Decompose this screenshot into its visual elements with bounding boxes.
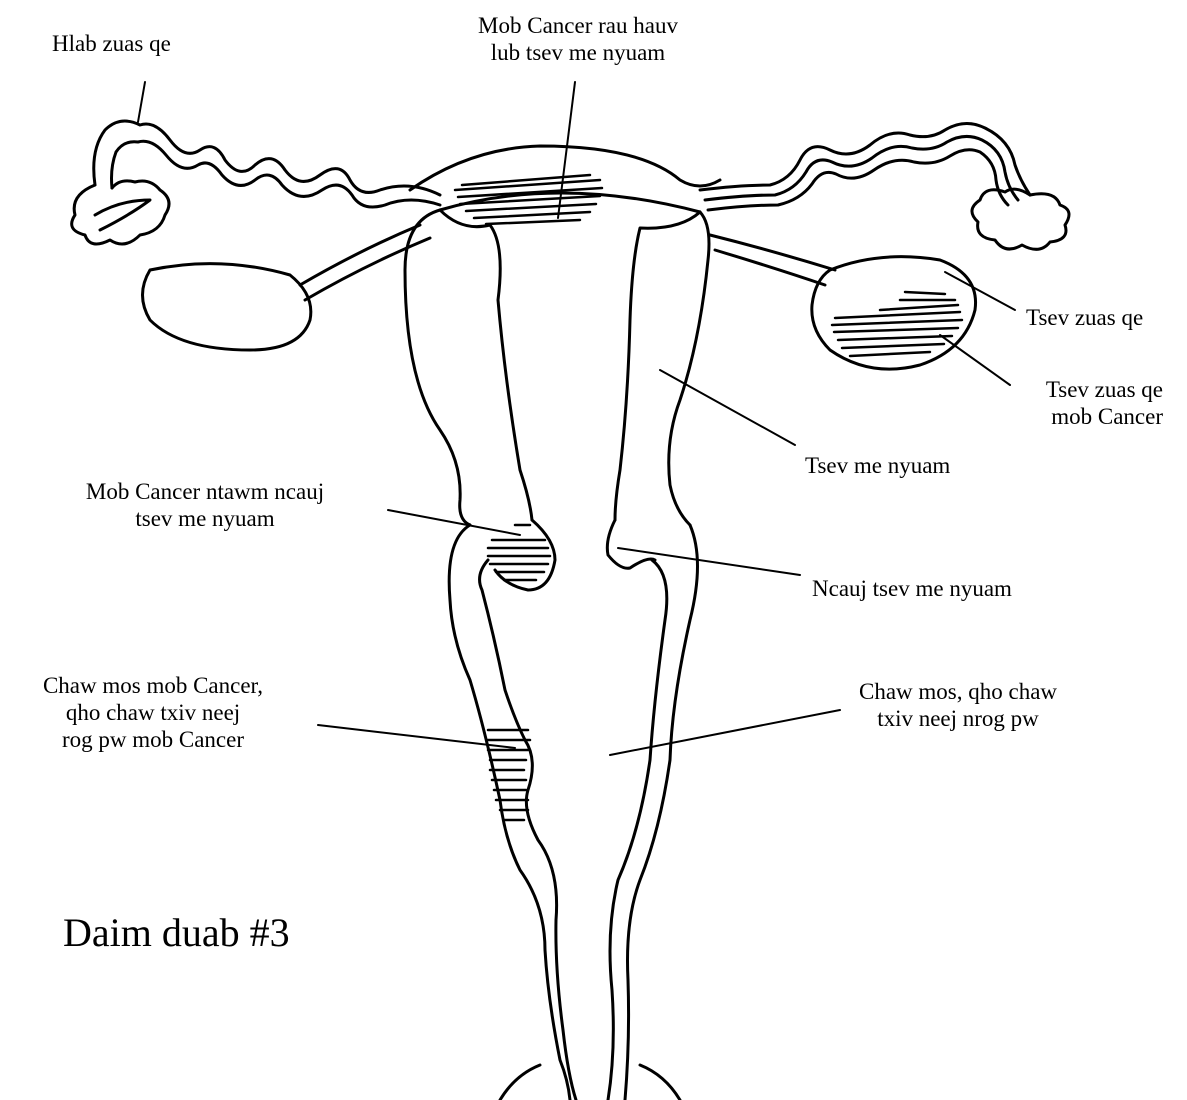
right-fallopian-tube-inner1 (705, 136, 1018, 200)
label-line: rog pw mob Cancer (8, 726, 298, 753)
label-line: Hlab zuas qe (52, 30, 171, 57)
vulva-outline (500, 1065, 680, 1100)
label-line: tsev me nyuam (55, 505, 355, 532)
label-fallopian-tube: Hlab zuas qe (52, 30, 171, 57)
label-vaginal-cancer: Chaw mos mob Cancer, qho chaw txiv neej … (8, 672, 298, 753)
leader-cervical-cancer (388, 510, 520, 535)
left-fimbria (72, 181, 169, 244)
label-cervical-cancer: Mob Cancer ntawm ncauj tsev me nyuam (55, 478, 355, 532)
label-ovary: Tsev zuas qe (1026, 304, 1143, 331)
left-fallopian-tube (94, 121, 440, 195)
label-uterine-cancer: Mob Cancer rau hauv lub tsev me nyuam (438, 12, 718, 66)
label-ovarian-cancer: Tsev zuas qe mob Cancer (985, 376, 1163, 430)
label-vagina: Chaw mos, qho chaw txiv neej nrog pw (838, 678, 1078, 732)
label-line: Tsev me nyuam (805, 452, 950, 479)
label-line: qho chaw txiv neej (8, 699, 298, 726)
label-line: Tsev zuas qe (985, 376, 1163, 403)
right-fallopian-tube-inner2 (708, 150, 1008, 210)
right-fimbria (972, 189, 1069, 249)
left-fimbria-inner (95, 200, 150, 230)
ovarian-cancer-hatch (832, 292, 962, 356)
label-uterus: Tsev me nyuam (805, 452, 950, 479)
label-line: Chaw mos, qho chaw (838, 678, 1078, 705)
label-line: Ncauj tsev me nyuam (812, 575, 1012, 602)
leader-lines (138, 82, 1015, 755)
right-ovarian-ligament (710, 235, 835, 285)
label-cervix: Ncauj tsev me nyuam (812, 575, 1012, 602)
label-line: Mob Cancer ntawm ncauj (55, 478, 355, 505)
label-line: Mob Cancer rau hauv (438, 12, 718, 39)
left-fallopian-tube-inner (112, 141, 441, 207)
cervix-lip-right (607, 520, 655, 568)
vagina-inner-right (608, 560, 667, 1100)
label-line: Chaw mos mob Cancer, (8, 672, 298, 699)
cervical-cancer-hatch (488, 525, 550, 580)
label-line: mob Cancer (985, 403, 1163, 430)
uterus-outer-wall (405, 210, 709, 525)
left-ovary (143, 264, 311, 350)
right-fallopian-tube (700, 123, 1030, 195)
label-line: lub tsev me nyuam (438, 39, 718, 66)
leader-vagina (610, 710, 840, 755)
figure-caption: Daim duab #3 (63, 910, 290, 956)
label-line: Tsev zuas qe (1026, 304, 1143, 331)
leader-uterus (660, 370, 795, 445)
vagina-inner-left (480, 560, 576, 1100)
leader-fallopian-tube (138, 82, 145, 122)
label-line: txiv neej nrog pw (838, 705, 1078, 732)
